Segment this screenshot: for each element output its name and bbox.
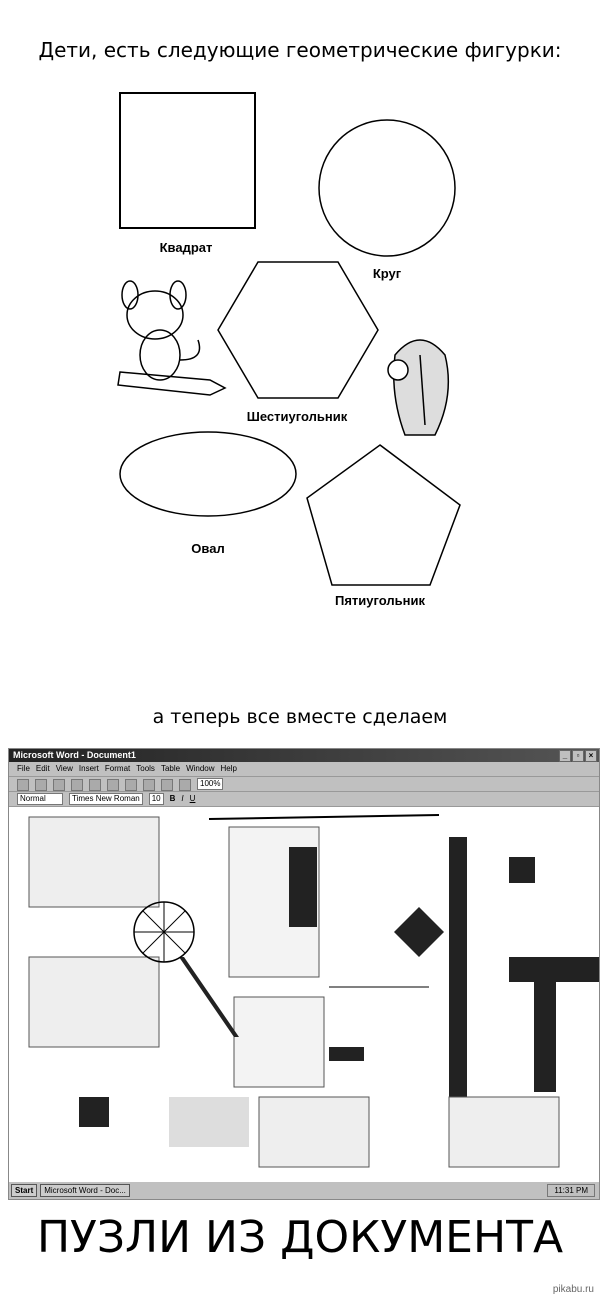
table-icon[interactable] xyxy=(179,779,191,791)
hexagon-shape xyxy=(217,261,379,399)
copy-icon[interactable] xyxy=(143,779,155,791)
menu-insert[interactable]: Insert xyxy=(78,764,99,773)
close-button[interactable]: × xyxy=(585,750,597,762)
oval-shape xyxy=(119,431,297,517)
style-select[interactable]: Normal xyxy=(17,793,63,805)
document-test-charts xyxy=(9,807,599,1181)
menu-bar: File Edit View Insert Format Tools Table… xyxy=(9,762,599,777)
menu-file[interactable]: File xyxy=(17,764,30,773)
circle-label: Круг xyxy=(372,266,402,281)
menu-window[interactable]: Window xyxy=(186,764,215,773)
standard-toolbar: 100% xyxy=(9,777,599,792)
preview-icon[interactable] xyxy=(89,779,101,791)
menu-help[interactable]: Help xyxy=(220,764,237,773)
taskbar: Start Microsoft Word - Doc... 11:31 PM xyxy=(9,1181,599,1199)
menu-view[interactable]: View xyxy=(55,764,73,773)
open-icon[interactable] xyxy=(35,779,47,791)
clock: 11:31 PM xyxy=(547,1184,595,1197)
maximize-button[interactable]: ▫ xyxy=(572,750,584,762)
font-select[interactable]: Times New Roman xyxy=(69,793,143,805)
start-button[interactable]: Start xyxy=(11,1184,38,1197)
menu-tools[interactable]: Tools xyxy=(136,764,155,773)
puppy-illustration xyxy=(117,280,227,396)
menu-table[interactable]: Table xyxy=(160,764,181,773)
bold-button[interactable]: B xyxy=(169,794,176,803)
title-bar: Microsoft Word - Document1 _▫× xyxy=(9,749,599,762)
hexagon-label: Шестиугольник xyxy=(246,409,348,424)
formatting-toolbar: Normal Times New Roman 10 B I U xyxy=(9,792,599,807)
shapes-illustration xyxy=(117,92,461,586)
window-title: Microsoft Word - Document1 xyxy=(13,750,136,760)
heading: Дети, есть следующие геометрические фигу… xyxy=(38,38,562,62)
new-icon[interactable] xyxy=(17,779,29,791)
italic-button[interactable]: I xyxy=(181,794,184,803)
subheading: а теперь все вместе сделаем xyxy=(152,706,448,728)
cut-icon[interactable] xyxy=(125,779,137,791)
watermark: pikabu.ru xyxy=(552,1284,594,1295)
pentagon-shape xyxy=(306,444,461,586)
spell-icon[interactable] xyxy=(107,779,119,791)
zoom-select[interactable]: 100% xyxy=(197,778,224,790)
circle-shape xyxy=(318,119,456,257)
minimize-button[interactable]: _ xyxy=(559,750,571,762)
menu-format[interactable]: Format xyxy=(104,764,131,773)
size-select[interactable]: 10 xyxy=(148,793,164,805)
square-shape xyxy=(119,92,256,229)
save-icon[interactable] xyxy=(53,779,65,791)
pentagon-label: Пятиугольник xyxy=(335,593,425,608)
print-icon[interactable] xyxy=(71,779,83,791)
underline-button[interactable]: U xyxy=(189,794,196,803)
word-window: Microsoft Word - Document1 _▫× File Edit… xyxy=(8,748,600,1200)
oval-label: Овал xyxy=(191,541,225,556)
hedgehog-illustration xyxy=(387,339,450,436)
paste-icon[interactable] xyxy=(161,779,173,791)
square-label: Квадрат xyxy=(159,240,213,255)
taskbar-word-item[interactable]: Microsoft Word - Doc... xyxy=(40,1184,130,1197)
caption: ПУЗЛИ ИЗ ДОКУМЕНТА xyxy=(36,1212,564,1263)
menu-edit[interactable]: Edit xyxy=(35,764,50,773)
